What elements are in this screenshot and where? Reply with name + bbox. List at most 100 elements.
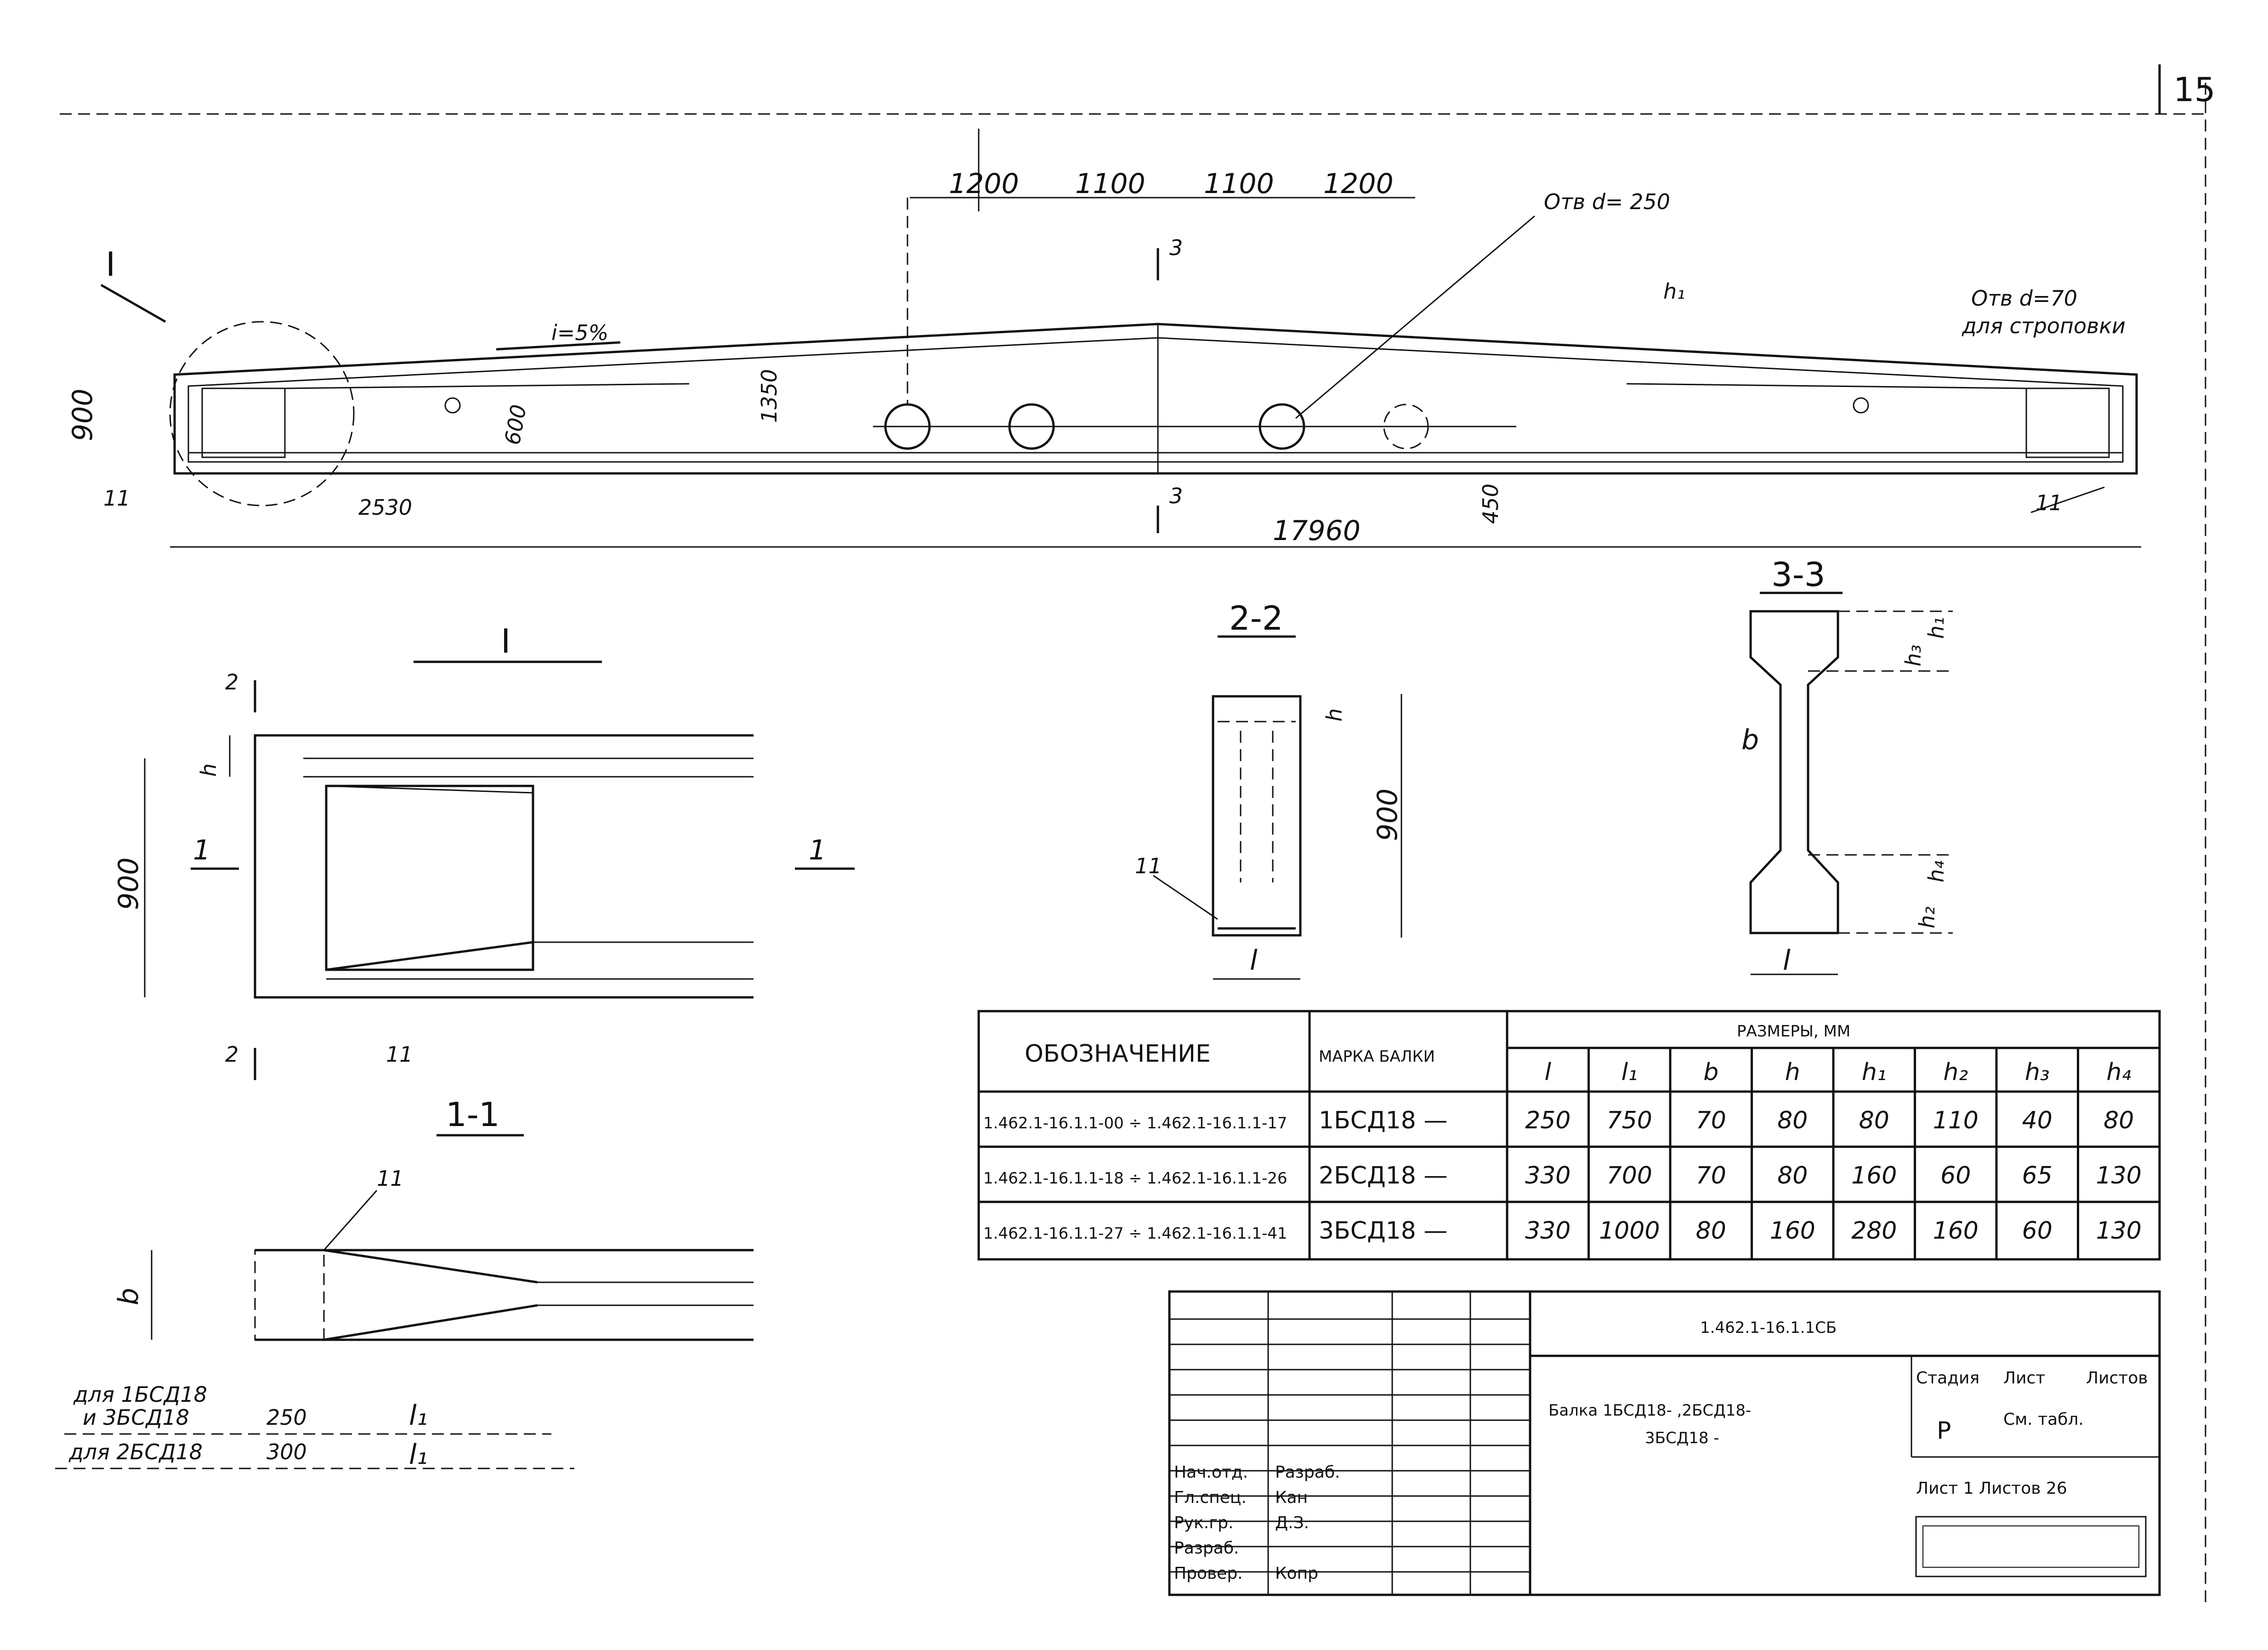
row-designation: 1.462.1-16.1.1-18 ÷ 1.462.1-16.1.1-26 [983,1169,1287,1188]
tb-role: Гл.спец. [1174,1488,1247,1507]
tb-person: Копр [1275,1564,1318,1583]
tb-person: Д.З. [1275,1513,1309,1532]
h1-main-label: h₁ [1663,279,1685,304]
sheet-number: 15 [2173,70,2216,109]
size-header: h₄ [2106,1058,2131,1086]
row-value: 130 [2096,1217,2142,1245]
title-block: 1.462.1-16.1.1СБ Балка 1БСД18- ,2БСД18- … [1168,1290,2161,1596]
row-mark: 2БСД18 — [1319,1162,1447,1189]
detail-I-title: I [501,622,510,660]
row-value: 130 [2096,1162,2142,1189]
detail-I: I 2 2 1 1 h 900 11 [113,622,855,1080]
tb-role: Рук.гр. [1174,1513,1233,1532]
sling-hole-left [444,397,461,414]
detail-I-taper-bottom [326,941,533,971]
row-value: 160 [1770,1217,1815,1245]
right-end-taper [1626,383,2027,389]
section-1-1-b-label: b [113,1288,145,1305]
section-3-3-b: b [1741,724,1759,756]
detail-I-900-label: 900 [113,857,145,910]
row1-l: l₁ [409,1400,428,1432]
detail-I-end-block [325,785,534,971]
section-2-2-pos-leader [1153,875,1218,920]
section-1-1-taper-bottom [323,1304,538,1341]
tb-stage: Р [1937,1417,1951,1445]
col-designation: ОБОЗНАЧЕНИЕ [1025,1040,1211,1068]
section-2-2: 2-2 h 900 11 l [1135,599,1404,980]
dim-450: 450 [1478,484,1503,524]
row-value: 110 [1933,1107,1979,1134]
row-value: 80 [1777,1107,1808,1134]
sling-note-2: для строповки [1962,313,2126,338]
row2-value: 300 [266,1439,307,1464]
tb-sheet-info: См. табл. [2003,1410,2084,1429]
section-1-1-title: 1-1 [446,1095,500,1134]
sling-note-1: Отв d=70 [1971,286,2077,311]
tb-org-barcode [1922,1525,2139,1568]
col-sizes: РАЗМЕРЫ, ММ [1737,1022,1850,1041]
row-value: 40 [2022,1107,2053,1134]
size-header: l [1545,1058,1552,1086]
callout-I-label: I [106,245,115,284]
callout-I-leader [100,284,166,323]
tb-stage-header: Стадия [1916,1369,1979,1388]
row-value: 65 [2022,1162,2053,1189]
detail-I-white-right [754,726,813,1007]
section-3-3-h3: h₃ [1901,644,1926,666]
row-value: 330 [1525,1162,1571,1189]
row-designation: 1.462.1-16.1.1-00 ÷ 1.462.1-16.1.1-17 [983,1114,1287,1132]
detail-I-cut-1-right: 1 [809,834,826,866]
beam-inner-outline [187,337,2124,463]
tb-code: 1.462.1-16.1.1СБ [1700,1319,1837,1337]
tb-sheet-header: Лист [2003,1369,2045,1388]
size-header: h₃ [2025,1058,2050,1086]
row-mark: 3БСД18 — [1319,1217,1447,1245]
section-1-1-pos-11: 11 [377,1166,404,1191]
tb-org-stamp [1915,1516,2147,1577]
row1-value: 250 [266,1405,307,1430]
row-value: 60 [1940,1162,1971,1189]
row-mark: 1БСД18 — [1319,1107,1447,1134]
section-3-top: 3 [1169,235,1183,260]
section-3-3-l: l [1783,944,1791,977]
table-border [977,1010,2161,1261]
tb-role: Провер. [1174,1564,1243,1583]
row-value: 250 [1525,1107,1571,1134]
size-header: b [1703,1058,1718,1086]
row2-label: для 2БСД18 [68,1439,203,1464]
tb-sheet-count: Лист 1 Листов 26 [1916,1479,2067,1498]
tb-role: Разраб. [1174,1539,1239,1558]
row-value: 330 [1525,1217,1571,1245]
tb-name-2: 3БСД18 - [1645,1429,1719,1447]
row-value: 80 [1859,1107,1889,1134]
row1-label-2: и 3БСД18 [83,1405,189,1430]
section-3-3-h1: h₁ [1924,617,1949,639]
dim-top-3: 1100 [1204,168,1274,200]
height-1350-main: 1350 [757,369,782,423]
main-beam-view: 1200 1100 1100 1200 Отв d= 250 Отв d=70 … [67,129,2141,548]
row-value: 280 [1851,1217,1897,1245]
title-block-border [1168,1290,2161,1596]
hole-note-leader [1295,215,1535,419]
dim-top-2: 1100 [1075,168,1145,200]
row-value: 70 [1696,1162,1726,1189]
sling-hole-right [1853,397,1869,414]
beam-outline [173,323,2138,475]
left-end-taper [284,383,690,389]
section-3-3: 3-3 h₁ h₃ h₄ h₂ b l [1741,555,1953,977]
section-3-3-h4: h₄ [1924,860,1949,882]
section-2-2-h-label: h [1322,708,1347,722]
row1-label-1: для 1БСД18 [73,1382,207,1407]
section-2-2-pos-11: 11 [1135,853,1162,878]
pos-11-left: 11 [103,486,130,511]
row-value: 1000 [1599,1217,1660,1245]
section-1-1-taper-top [323,1249,538,1284]
row-value: 750 [1607,1107,1652,1134]
row-value: 80 [2104,1107,2134,1134]
section-1-1-end-block [254,1249,325,1341]
tb-sheets-header: Листов [2086,1369,2148,1388]
tb-person: Разраб. [1275,1463,1340,1482]
dim-top-4: 1200 [1323,168,1394,200]
